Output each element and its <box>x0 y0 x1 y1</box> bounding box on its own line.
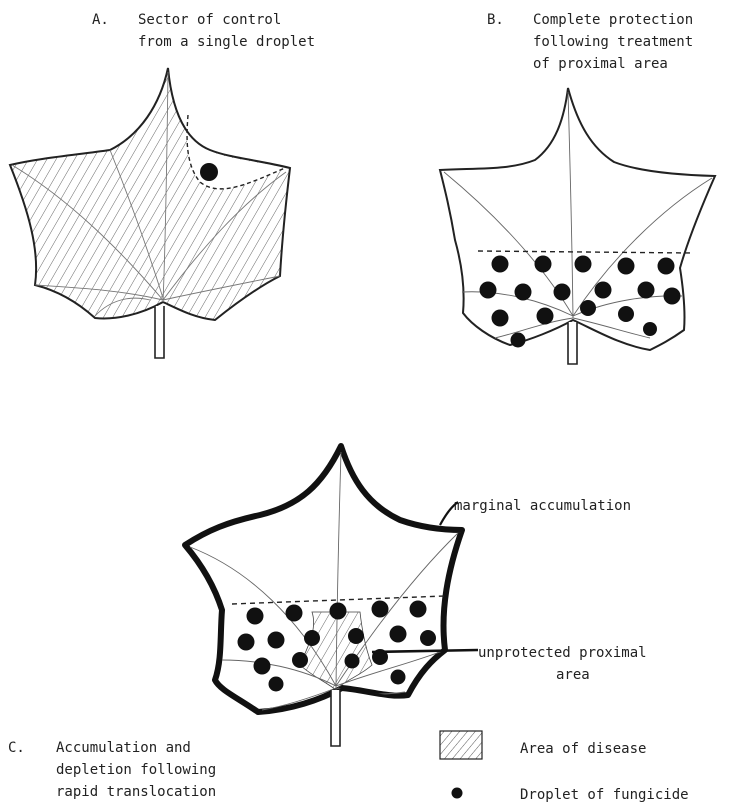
leaf-a <box>10 68 290 358</box>
leaf-c <box>185 446 478 746</box>
marginal-accumulation-leader <box>440 502 458 525</box>
legend-hatch-swatch <box>440 731 482 759</box>
droplet-a <box>200 163 218 181</box>
legend <box>440 731 482 799</box>
leaf-b <box>440 88 715 364</box>
legend-droplet-icon <box>452 788 463 799</box>
